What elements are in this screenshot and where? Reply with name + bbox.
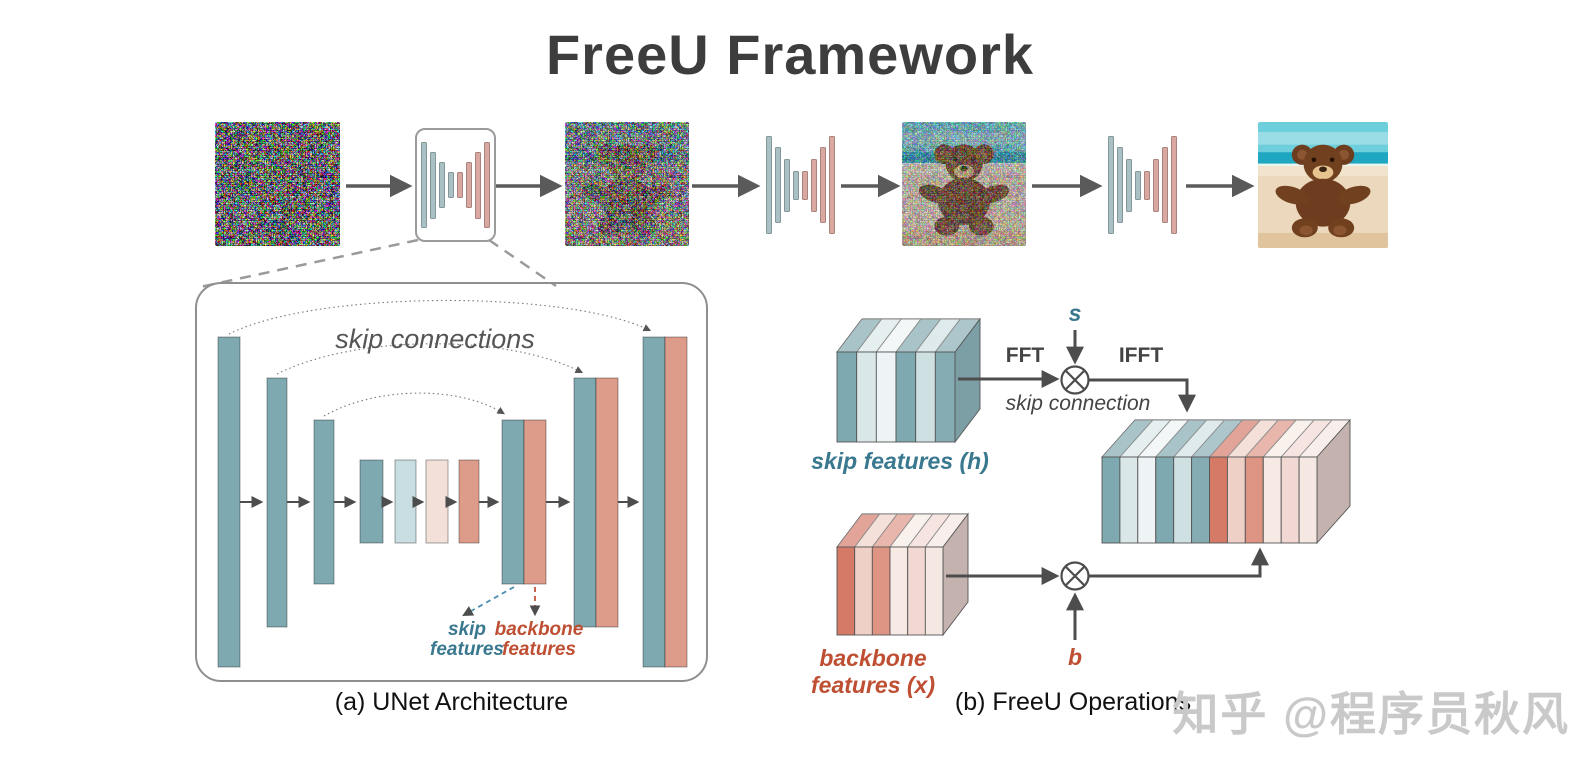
decoder-bar — [1171, 136, 1177, 234]
freeu-arrows — [946, 330, 1269, 640]
cube-top — [1100, 419, 1352, 458]
decoder-bar — [802, 170, 808, 200]
zoom-dashed-lines — [199, 238, 557, 289]
multiply-node-b — [1060, 561, 1090, 591]
cube-front — [1101, 456, 1318, 544]
decoder-bar — [475, 151, 481, 219]
decoder-bar — [457, 172, 463, 198]
page-title: FreeU Framework — [545, 23, 1035, 86]
decoder-bar — [484, 142, 490, 228]
unet-bars — [217, 336, 688, 668]
skip-features-arrow — [462, 586, 515, 617]
clean-teddy-image — [1258, 122, 1388, 248]
unet-diagram — [217, 299, 688, 668]
encoder-bar — [421, 142, 427, 228]
freeu-diagram — [836, 317, 1352, 640]
caption-a: (a) UNet Architecture — [334, 688, 569, 716]
combined-features-cube — [1100, 418, 1352, 545]
unet-icon-boxed — [415, 128, 496, 242]
cube-front — [836, 546, 944, 636]
unet-icon — [1105, 136, 1180, 234]
noisy-teddy-image — [565, 122, 689, 246]
caption-b: (b) FreeU Operations — [954, 688, 1192, 716]
encoder-bar — [1108, 136, 1114, 234]
encoder-bar — [766, 136, 772, 234]
freeu-operations-panel: FFT IFFT s b skip connection skip featur… — [780, 290, 1420, 698]
cube-top — [836, 318, 981, 353]
skip-connection-arcs — [228, 299, 652, 417]
encoder-bar — [784, 158, 790, 212]
skip-features-cube — [836, 317, 981, 444]
denoising-teddy-image — [902, 122, 1026, 246]
encoder-bar — [1135, 170, 1141, 200]
encoder-bar — [430, 151, 436, 219]
decoder-bar — [820, 147, 826, 223]
unet-icon — [421, 142, 490, 228]
encoder-bar — [793, 170, 799, 200]
encoder-bar — [439, 162, 445, 208]
decoder-bar — [466, 162, 472, 208]
watermark: 知乎 @程序员秋风 — [1172, 688, 1570, 740]
cube-top — [836, 513, 969, 548]
decoder-bar — [1144, 170, 1150, 200]
encoder-bar — [775, 147, 781, 223]
decoder-bar — [829, 136, 835, 234]
backbone-features-cube — [836, 512, 969, 637]
decoder-bar — [1153, 158, 1159, 212]
unet-icon — [763, 136, 838, 234]
encoder-bar — [1126, 158, 1132, 212]
encoder-bar — [448, 172, 454, 198]
multiply-node-s — [1060, 365, 1090, 395]
encoder-bar — [1117, 147, 1123, 223]
decoder-bar — [811, 158, 817, 212]
cube-front — [836, 351, 956, 443]
decoder-bar — [1162, 147, 1168, 223]
noise-image — [215, 122, 340, 246]
unet-architecture-panel: skip connections skip features backbone … — [195, 282, 708, 682]
